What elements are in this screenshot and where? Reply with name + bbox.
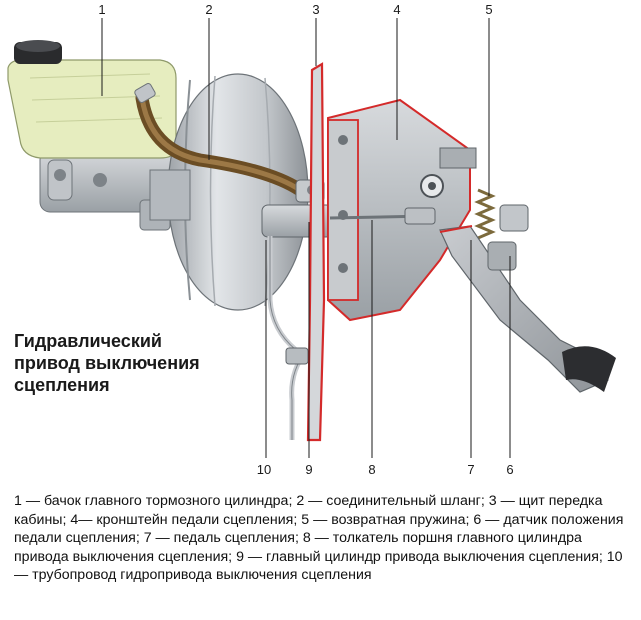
- return-spring: [474, 188, 529, 240]
- title-line-3: сцепления: [14, 375, 110, 395]
- reservoir: [7, 40, 177, 159]
- callout-6: 6: [506, 462, 513, 477]
- clutch-drive-illustration: 1 2 3 4 5 10 9 8 7 6: [7, 2, 616, 477]
- callout-4: 4: [393, 2, 400, 17]
- diagram-title: Гидравлический привод выключения сцеплен…: [14, 330, 254, 396]
- callout-7: 7: [467, 462, 474, 477]
- pushrod: [329, 207, 436, 225]
- callout-3: 3: [312, 2, 319, 17]
- title-line-1: Гидравлический: [14, 331, 162, 351]
- vacuum-booster: [149, 73, 309, 311]
- pedal-position-sensor: [487, 241, 517, 271]
- cab-front-panel: [306, 62, 326, 442]
- callout-lines: [101, 18, 511, 458]
- pedal-pad: [562, 346, 616, 392]
- callout-5: 5: [485, 2, 492, 17]
- callout-10: 10: [257, 462, 271, 477]
- callout-8: 8: [368, 462, 375, 477]
- callout-labels: 1 2 3 4 5 10 9 8 7 6: [98, 2, 513, 477]
- pedal-bracket: [327, 98, 477, 322]
- callout-2: 2: [205, 2, 212, 17]
- title-line-2: привод выключения: [14, 353, 200, 373]
- callout-1: 1: [98, 2, 105, 17]
- legend-caption: 1 — бачок главного тормозного цилиндра; …: [14, 493, 624, 584]
- callout-9: 9: [305, 462, 312, 477]
